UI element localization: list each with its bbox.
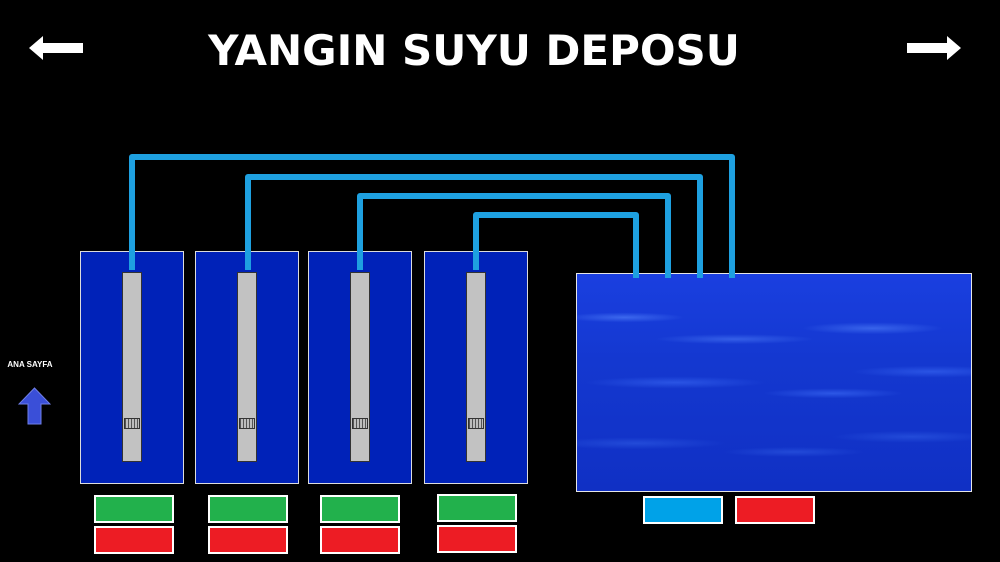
pump-motor-icon[interactable] xyxy=(124,418,140,429)
pump-column-1 xyxy=(122,272,142,462)
pipe-2 xyxy=(245,174,703,278)
pipe-1 xyxy=(129,154,735,278)
pipe-3 xyxy=(357,193,671,278)
pump-4-fault-status[interactable] xyxy=(437,525,517,553)
pump-2-run-status[interactable] xyxy=(208,495,288,523)
pump-motor-icon[interactable] xyxy=(239,418,255,429)
pump-column-2 xyxy=(237,272,257,462)
home-arrow-icon[interactable] xyxy=(18,387,51,425)
pump-motor-icon[interactable] xyxy=(468,418,484,429)
pump-2-fault-status[interactable] xyxy=(208,526,288,554)
tank-alarm-status[interactable] xyxy=(735,496,815,524)
pump-well-3 xyxy=(308,251,412,484)
home-label: ANA SAYFA xyxy=(7,360,53,369)
pump-well-2 xyxy=(195,251,299,484)
pump-1-run-status[interactable] xyxy=(94,495,174,523)
pump-well-4 xyxy=(424,251,528,484)
pipe-4 xyxy=(473,212,639,278)
forward-arrow-icon[interactable] xyxy=(907,36,961,60)
water-tank xyxy=(576,273,972,492)
pump-3-run-status[interactable] xyxy=(320,495,400,523)
tank-level-status[interactable] xyxy=(643,496,723,524)
pump-3-fault-status[interactable] xyxy=(320,526,400,554)
pump-4-run-status[interactable] xyxy=(437,494,517,522)
pump-motor-icon[interactable] xyxy=(352,418,368,429)
pump-column-4 xyxy=(466,272,486,462)
pump-1-fault-status[interactable] xyxy=(94,526,174,554)
page-title: YANGIN SUYU DEPOSU xyxy=(208,26,740,75)
pump-column-3 xyxy=(350,272,370,462)
pump-well-1 xyxy=(80,251,184,484)
back-arrow-icon[interactable] xyxy=(29,36,83,60)
